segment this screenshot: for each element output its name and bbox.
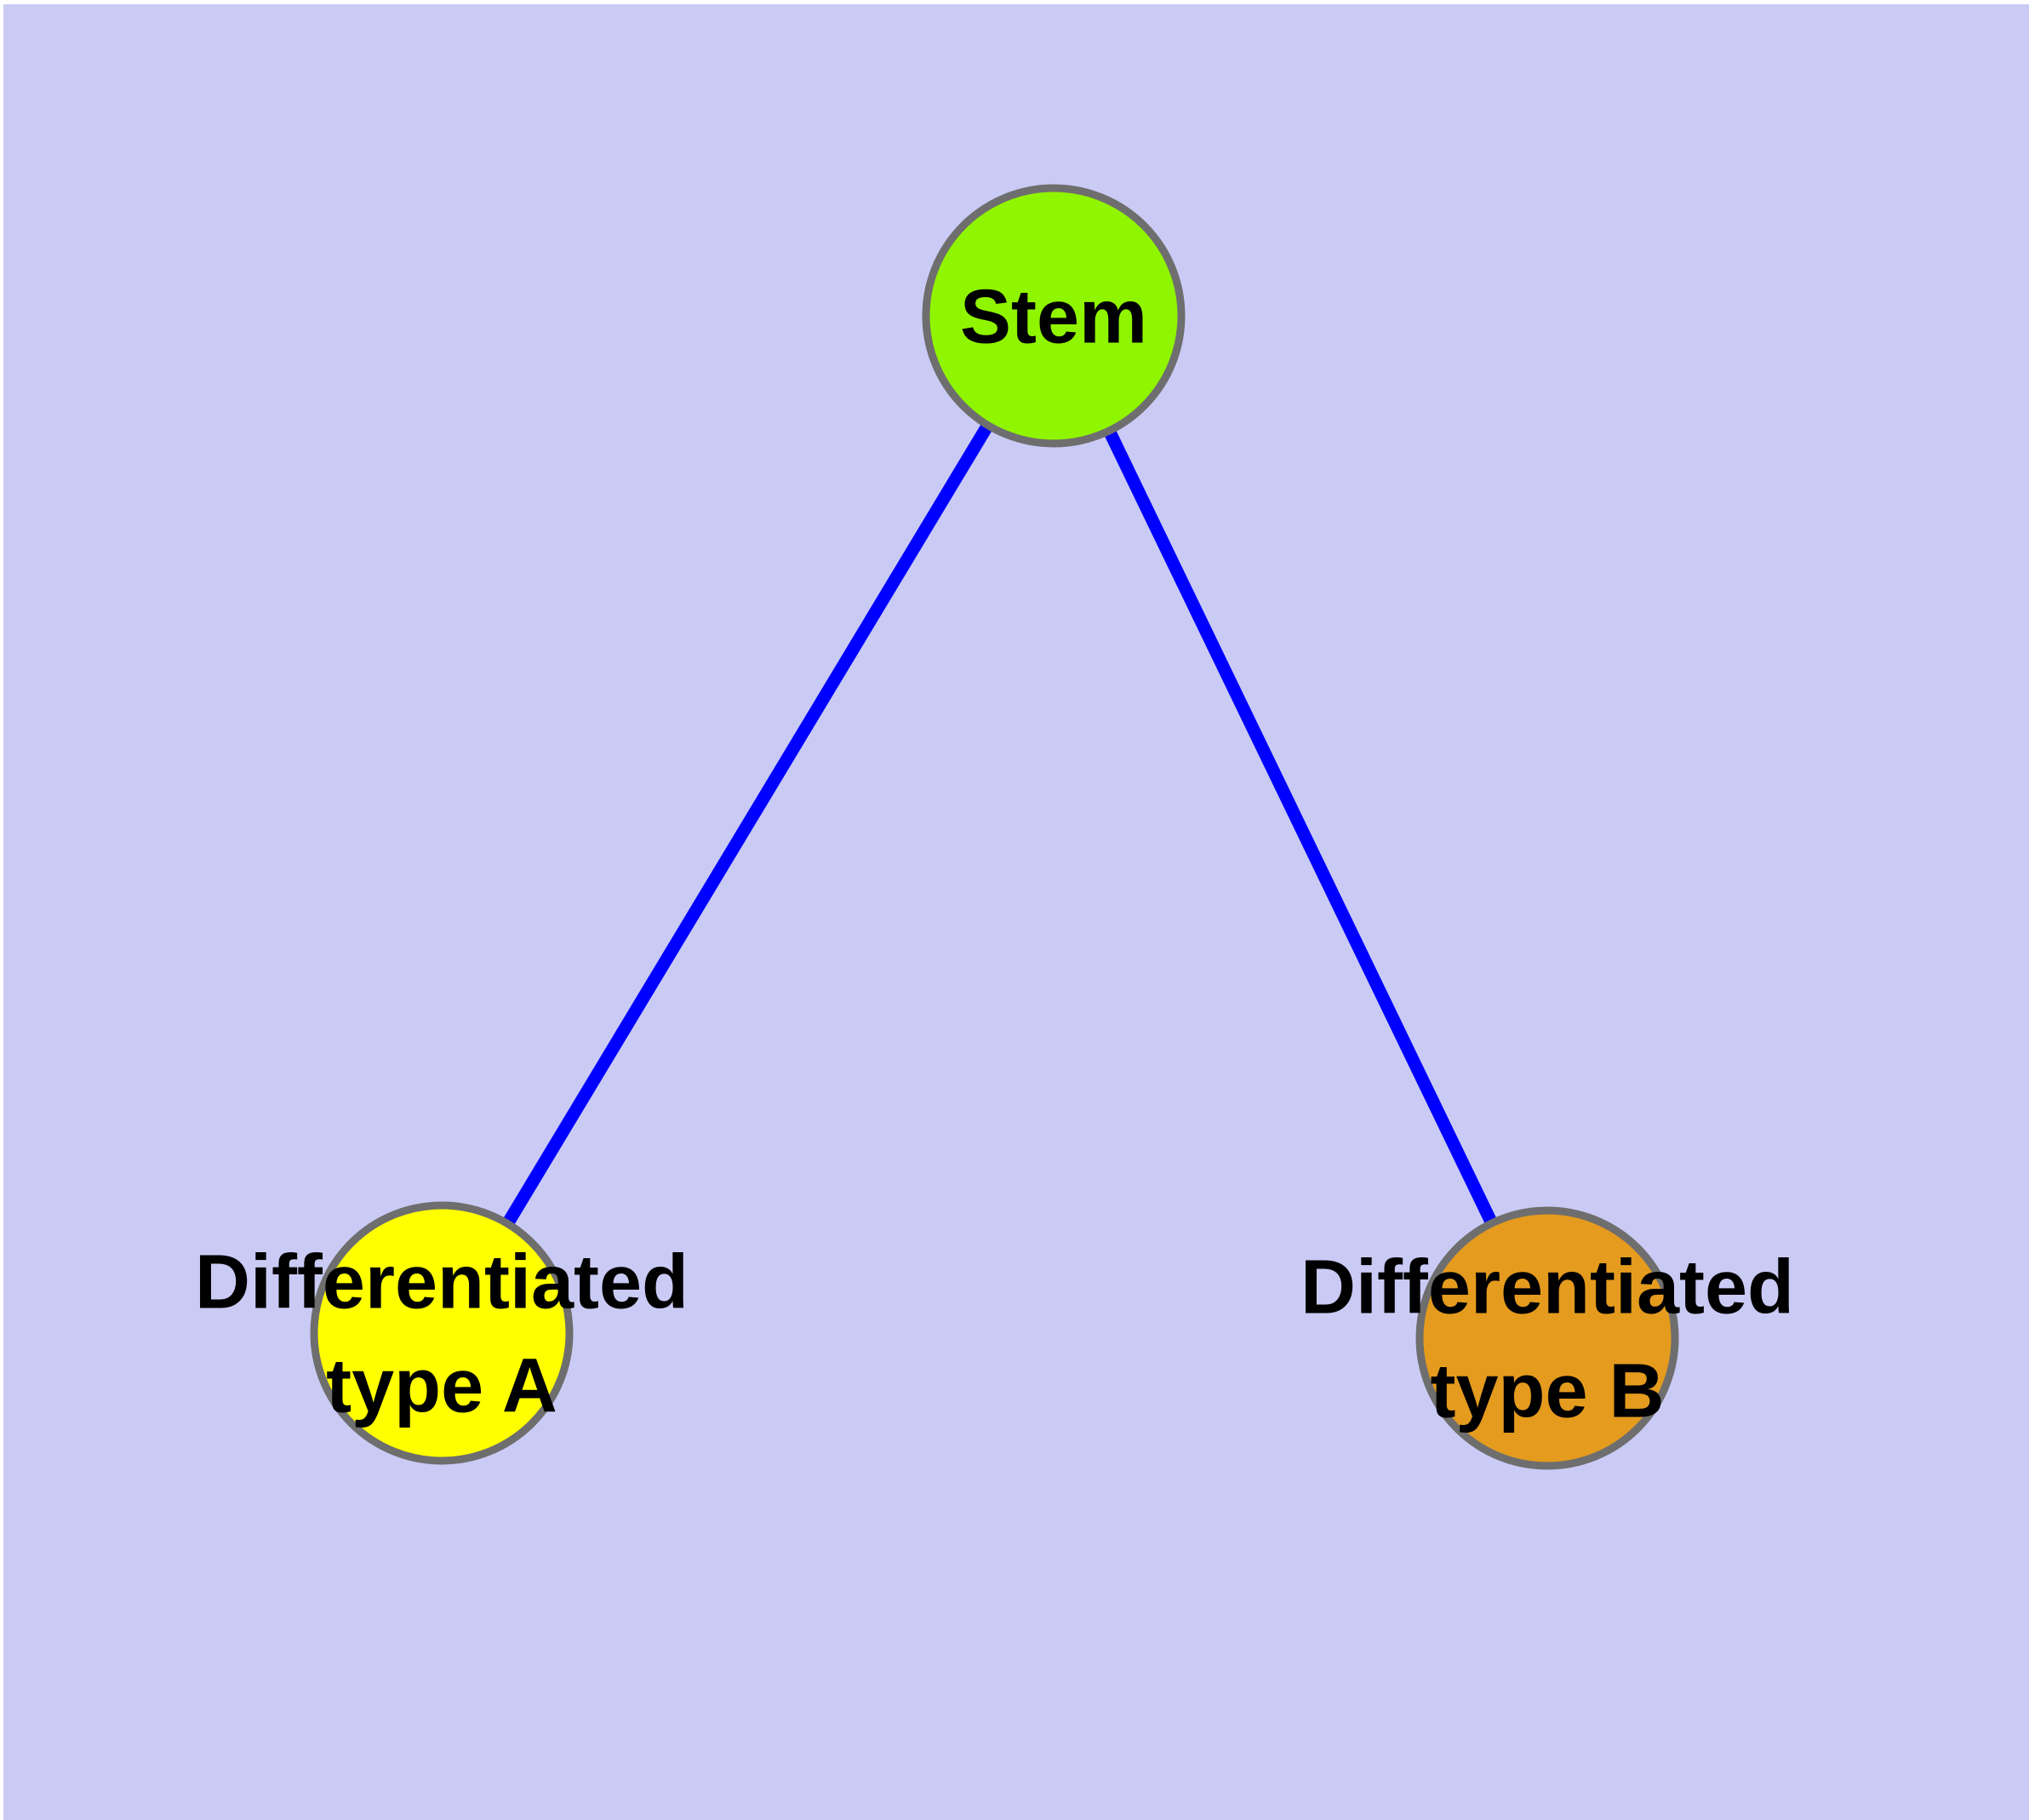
edge-stem-to-type-a — [436, 312, 1060, 1336]
node-differentiated-type-b — [1415, 1206, 1679, 1470]
node-stem — [922, 184, 1186, 448]
node-type-a-label-line1: Differentiated — [195, 1240, 689, 1325]
node-type-a-label-line2: type A — [326, 1344, 557, 1429]
node-type-b-label-line1: Differentiated — [1300, 1245, 1794, 1331]
node-type-b-label-line2: type B — [1430, 1349, 1664, 1434]
node-differentiated-type-a — [310, 1201, 574, 1465]
edge-stem-to-type-b — [1048, 312, 1553, 1342]
node-stem-label: Stem — [960, 275, 1147, 360]
